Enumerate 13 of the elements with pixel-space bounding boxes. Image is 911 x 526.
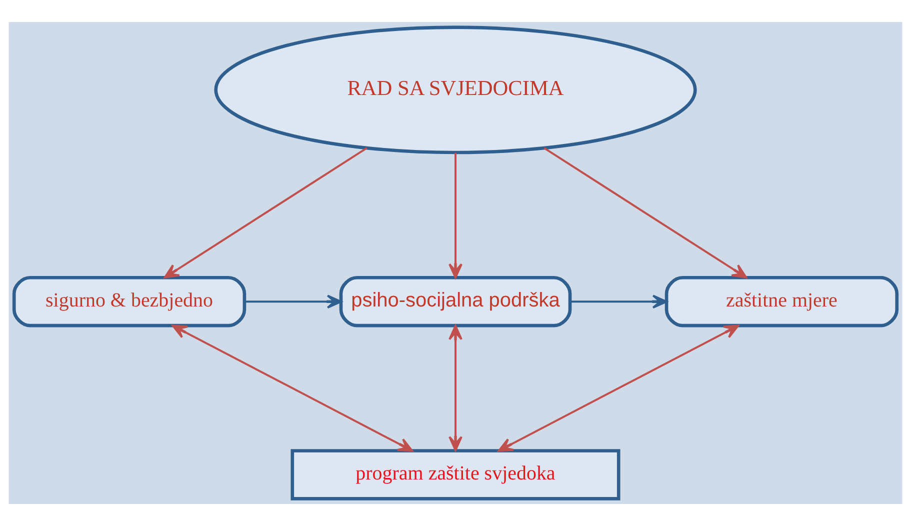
node-box: zaštitne mjere [664, 276, 899, 328]
arrow [448, 152, 462, 278]
arrow [448, 324, 462, 452]
node-box: program zaštite svjedoka [290, 449, 620, 500]
arrow [172, 324, 414, 452]
node-box: sigurno & bezbjedno [12, 276, 246, 328]
arrow [544, 147, 748, 278]
arrow [164, 147, 368, 278]
arrow [498, 324, 740, 452]
node-ellipse: RAD SA SVJEDOCIMA [214, 26, 697, 154]
node-box: psiho-socijalna podrška [339, 276, 572, 328]
arrow [244, 294, 342, 309]
arrow [570, 294, 668, 309]
